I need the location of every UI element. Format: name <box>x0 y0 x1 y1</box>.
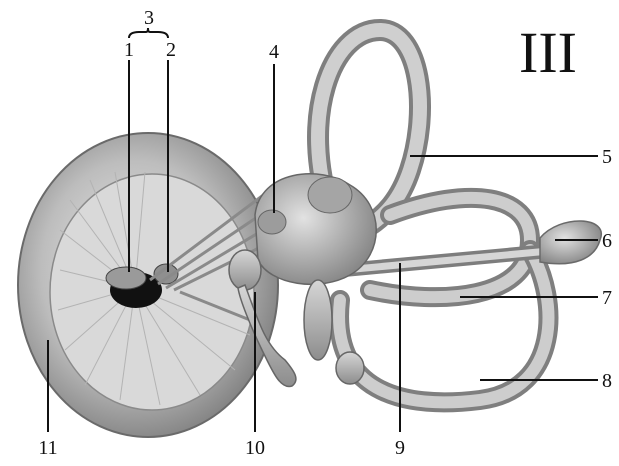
label-9: 9 <box>395 437 405 459</box>
label-2: 2 <box>166 39 176 61</box>
label-11: 11 <box>38 437 57 459</box>
label-10: 10 <box>245 437 265 459</box>
endolymphatic-sac <box>540 221 601 264</box>
panel-label: III <box>519 20 577 85</box>
label-6: 6 <box>602 230 612 252</box>
label-7: 7 <box>602 287 612 309</box>
label-3: 3 <box>144 7 154 29</box>
label-5: 5 <box>602 146 612 168</box>
label-1: 1 <box>124 39 134 61</box>
label-4: 4 <box>269 41 279 63</box>
label-8: 8 <box>602 370 612 392</box>
